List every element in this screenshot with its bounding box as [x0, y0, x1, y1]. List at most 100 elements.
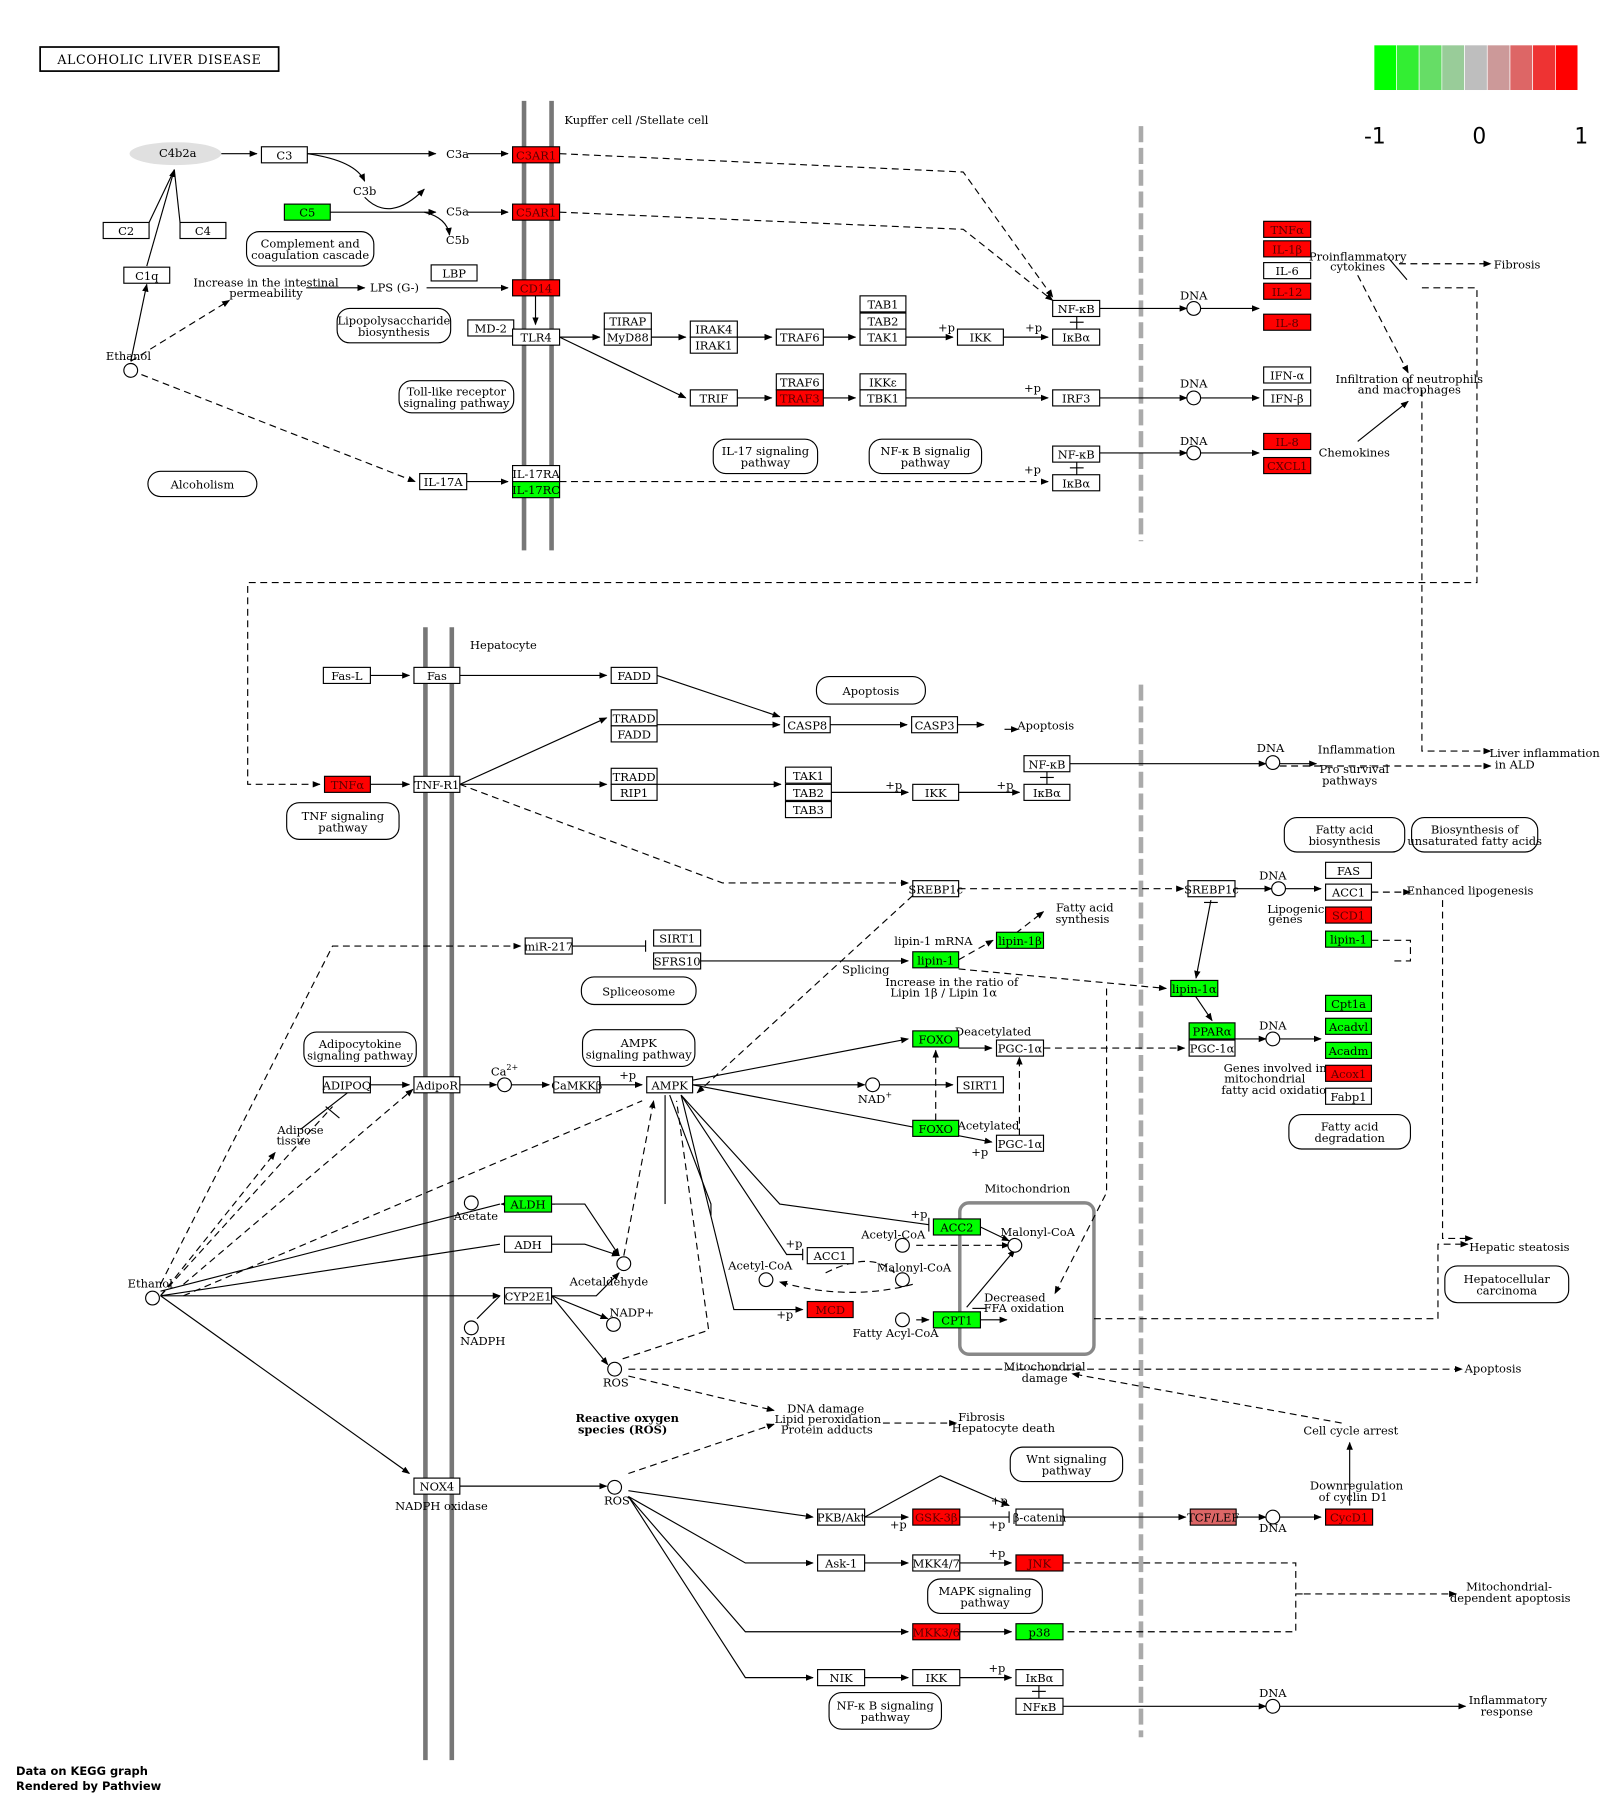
compound-dna[interactable]: DNA — [1259, 1686, 1287, 1714]
gene-node-mir-217[interactable]: miR-217 — [524, 937, 573, 955]
gene-node-il-6[interactable]: IL-6 — [1263, 262, 1312, 280]
gene-node-pgc-1[interactable]: PGC-1α — [995, 1134, 1045, 1152]
gene-node-jnk[interactable]: JNK — [1015, 1554, 1064, 1572]
gene-node-tak1[interactable]: TAK1 — [859, 328, 907, 346]
compound-dna[interactable]: DNA — [1259, 1019, 1287, 1047]
gene-node-tirap[interactable]: TIRAP — [603, 312, 652, 330]
gene-node-ikk[interactable]: IKK — [912, 1669, 961, 1687]
gene-node-cd14[interactable]: CD14 — [512, 279, 561, 297]
gene-node-cxcl1[interactable]: CXCL1 — [1263, 456, 1312, 475]
gene-node-i-b[interactable]: IκBα — [1023, 783, 1071, 801]
gene-node-ifn[interactable]: IFN-α — [1263, 366, 1312, 384]
gene-node-camkk[interactable]: CaMKKβ — [551, 1076, 603, 1094]
gene-node-casp3[interactable]: CASP3 — [911, 716, 959, 734]
gene-node-tnf[interactable]: TNFα — [1263, 220, 1312, 238]
gene-node-i-b[interactable]: IκBα — [1052, 474, 1101, 492]
gene-node-fadd[interactable]: FADD — [610, 725, 658, 743]
compound-acetate[interactable]: Acetate — [453, 1195, 498, 1223]
gene-node-nf-b[interactable]: NFκB — [1015, 1697, 1064, 1715]
gene-node-adipor[interactable]: AdipoR — [413, 1076, 461, 1094]
gene-node-tcf-lef[interactable]: TCF/LEF — [1187, 1508, 1239, 1526]
gene-node-mkk3-6[interactable]: MKK3/6 — [912, 1623, 961, 1641]
gene-node-foxo[interactable]: FOXO — [912, 1119, 960, 1137]
gene-node-mcd[interactable]: MCD — [806, 1300, 854, 1319]
gene-node-i-b[interactable]: IκBα — [1015, 1669, 1064, 1687]
gene-node-foxo[interactable]: FOXO — [912, 1030, 960, 1048]
compound-dna[interactable]: DNA — [1259, 869, 1287, 897]
compound-nadp[interactable]: NADP+ — [606, 1305, 655, 1332]
compound-nadph[interactable]: NADPH — [460, 1320, 505, 1348]
gene-node-lipin-1[interactable]: lipin-1β — [995, 931, 1045, 949]
gene-node-nox4[interactable]: NOX4 — [413, 1477, 461, 1495]
compound-dna[interactable]: DNA — [1257, 741, 1285, 771]
compound-malonyl-coa[interactable]: Malonyl-CoA — [1001, 1225, 1076, 1253]
gene-node-rip1[interactable]: RIP1 — [610, 783, 658, 801]
gene-node-lipin-1[interactable]: lipin-1 — [1325, 930, 1373, 948]
gene-node-tab1[interactable]: TAB1 — [859, 295, 907, 313]
pathway-link-apoptosis[interactable]: Apoptosis — [815, 675, 926, 705]
gene-node-scd1[interactable]: SCD1 — [1325, 906, 1373, 924]
compound-nad[interactable]: NAD+ — [858, 1077, 892, 1106]
gene-node-pgc-1[interactable]: PGC-1α — [995, 1039, 1045, 1057]
compound-dna[interactable]: DNA — [1180, 288, 1208, 316]
gene-node-trif[interactable]: TRIF — [689, 389, 738, 407]
compound-dna[interactable]: DNA — [1180, 434, 1208, 461]
gene-node-ifn[interactable]: IFN-β — [1263, 389, 1312, 407]
gene-node-c1q[interactable]: C1q — [123, 266, 171, 284]
gene-node-tlr4[interactable]: TLR4 — [512, 328, 561, 346]
gene-node-cyp2e1[interactable]: CYP2E1 — [503, 1287, 553, 1305]
gene-node-sirt1[interactable]: SIRT1 — [653, 929, 702, 947]
gene-node-fas[interactable]: FAS — [1325, 861, 1373, 879]
gene-node-tab2[interactable]: TAB2 — [859, 312, 907, 330]
gene-node-srebp1c[interactable]: SREBP1c — [908, 880, 963, 898]
compound-ethanol[interactable]: Ethanol — [128, 1277, 173, 1306]
gene-node-cpt1[interactable]: CPT1 — [932, 1311, 982, 1329]
gene-node-acox1[interactable]: Acox1 — [1325, 1064, 1373, 1082]
gene-node-nik[interactable]: NIK — [817, 1669, 866, 1687]
gene-node-aldh[interactable]: ALDH — [503, 1195, 553, 1213]
gene-node-ikk[interactable]: IKK — [956, 328, 1004, 346]
gene-node-traf6[interactable]: TRAF6 — [775, 328, 824, 346]
gene-node-il-8[interactable]: IL-8 — [1263, 313, 1312, 331]
compound-acetyl-coa[interactable]: Acetyl-CoA — [727, 1258, 793, 1288]
gene-node-c4[interactable]: C4 — [179, 221, 227, 240]
compound-ethanol[interactable]: Ethanol — [106, 349, 151, 378]
gene-node-p38[interactable]: p38 — [1015, 1623, 1064, 1641]
compound-malonyl-coa[interactable]: Malonyl-CoA — [877, 1261, 952, 1288]
gene-node-casp8[interactable]: CASP8 — [783, 716, 831, 734]
gene-node-c5ar1[interactable]: C5AR1 — [512, 203, 561, 221]
gene-node-lipin-1[interactable]: lipin-1 — [912, 951, 960, 969]
compound-dna[interactable]: DNA — [1259, 1509, 1287, 1535]
gene-node-acc1[interactable]: ACC1 — [1325, 883, 1373, 901]
gene-node-tak1[interactable]: TAK1 — [784, 766, 832, 784]
gene-node-sirt1[interactable]: SIRT1 — [956, 1076, 1004, 1094]
gene-node-il-17ra[interactable]: IL-17RA — [512, 464, 561, 483]
gene-node-pgc-1[interactable]: PGC-1α — [1188, 1039, 1236, 1057]
gene-node-tab3[interactable]: TAB3 — [784, 800, 832, 819]
gene-node-traf6[interactable]: TRAF6 — [775, 373, 824, 391]
pathway-link-spliceosome[interactable]: Spliceosome — [580, 976, 697, 1006]
gene-node-tradd[interactable]: TRADD — [610, 709, 658, 727]
gene-node-fabp1[interactable]: Fabp1 — [1325, 1087, 1373, 1105]
gene-node-i-b[interactable]: IκBα — [1052, 328, 1101, 346]
c4b2a-node[interactable] — [129, 142, 222, 166]
compound-ca2[interactable]: Ca2+ — [491, 1063, 518, 1093]
gene-node-tnf[interactable]: TNFα — [323, 775, 371, 793]
gene-node-c2[interactable]: C2 — [102, 221, 150, 240]
gene-node-fas-l[interactable]: Fas-L — [322, 666, 371, 685]
gene-node-ampk[interactable]: AMPK — [646, 1076, 694, 1094]
gene-node-ikk[interactable]: IKK — [912, 783, 960, 801]
gene-node-c3ar1[interactable]: C3AR1 — [512, 146, 561, 164]
gene-node-tbk1[interactable]: TBK1 — [859, 389, 907, 407]
gene-node-acc2[interactable]: ACC2 — [932, 1218, 982, 1236]
gene-node-acadm[interactable]: Acadm — [1325, 1041, 1373, 1059]
